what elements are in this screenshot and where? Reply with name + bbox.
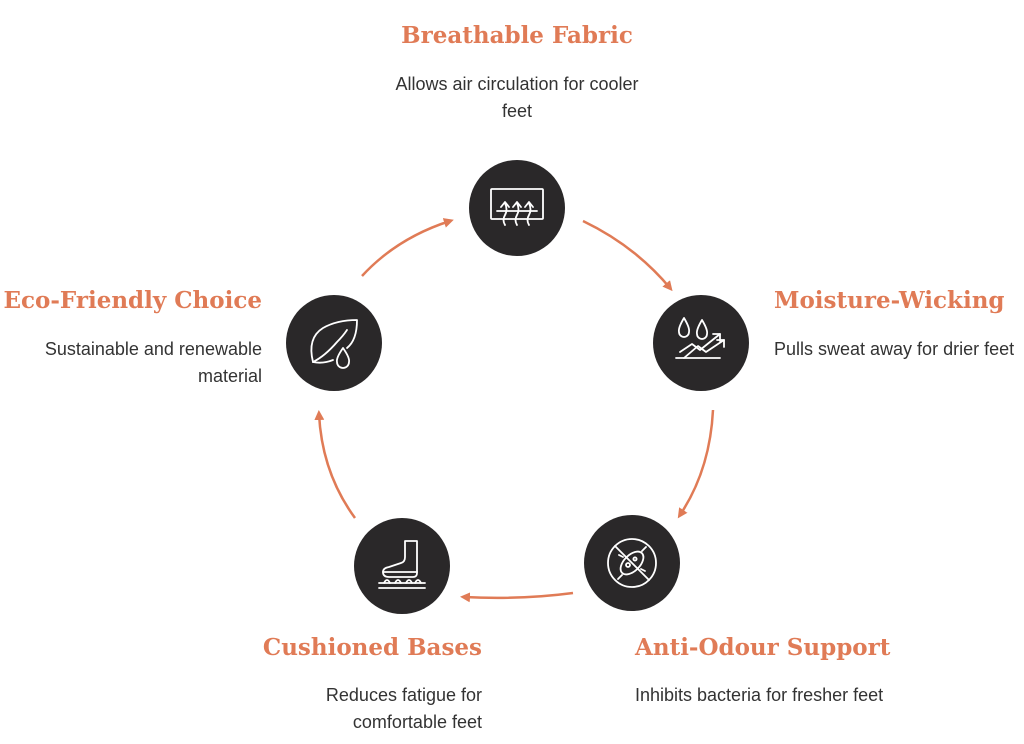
step-desc-anti-odour-support: Inhibits bacteria for fresher feet <box>635 685 884 705</box>
droplets-wicking-icon <box>675 317 725 359</box>
step-title-breathable-fabric: Breathable Fabric <box>401 22 633 49</box>
arrow-cushioned-to-eco <box>314 410 357 519</box>
node-anti-odour-support <box>584 515 680 611</box>
leaf-drop-icon <box>310 319 358 369</box>
node-breathable-fabric <box>469 160 565 256</box>
node-eco-friendly-choice <box>286 295 382 391</box>
step-desc-eco-friendly-choice: Sustainable and renewable material <box>44 339 262 386</box>
arrow-moisture-to-antiodour <box>677 409 715 519</box>
step-title-moisture-wicking: Moisture-Wicking <box>774 287 1005 314</box>
step-title-eco-friendly-choice: Eco-Friendly Choice <box>3 287 263 314</box>
step-title-anti-odour-support: Anti-Odour Support <box>635 634 891 661</box>
node-cushioned-bases <box>354 518 450 614</box>
arrow-eco-to-breathable <box>361 218 454 277</box>
step-title-cushioned-bases: Cushioned Bases <box>262 634 482 661</box>
step-desc-moisture-wicking: Pulls sweat away for drier feet <box>774 339 1015 359</box>
no-bacteria-icon <box>607 538 657 588</box>
arrow-antiodour-to-cushioned <box>460 591 574 603</box>
node-moisture-wicking <box>653 295 749 391</box>
step-desc-cushioned-bases: Reduces fatigue for comfortable feet <box>325 685 482 732</box>
air-vent-icon <box>490 188 544 226</box>
step-desc-breathable-fabric: Allows air circulation for cooler feet <box>395 74 639 121</box>
arrow-breathable-to-moisture <box>582 219 673 292</box>
foot-cushion-icon <box>378 540 426 589</box>
